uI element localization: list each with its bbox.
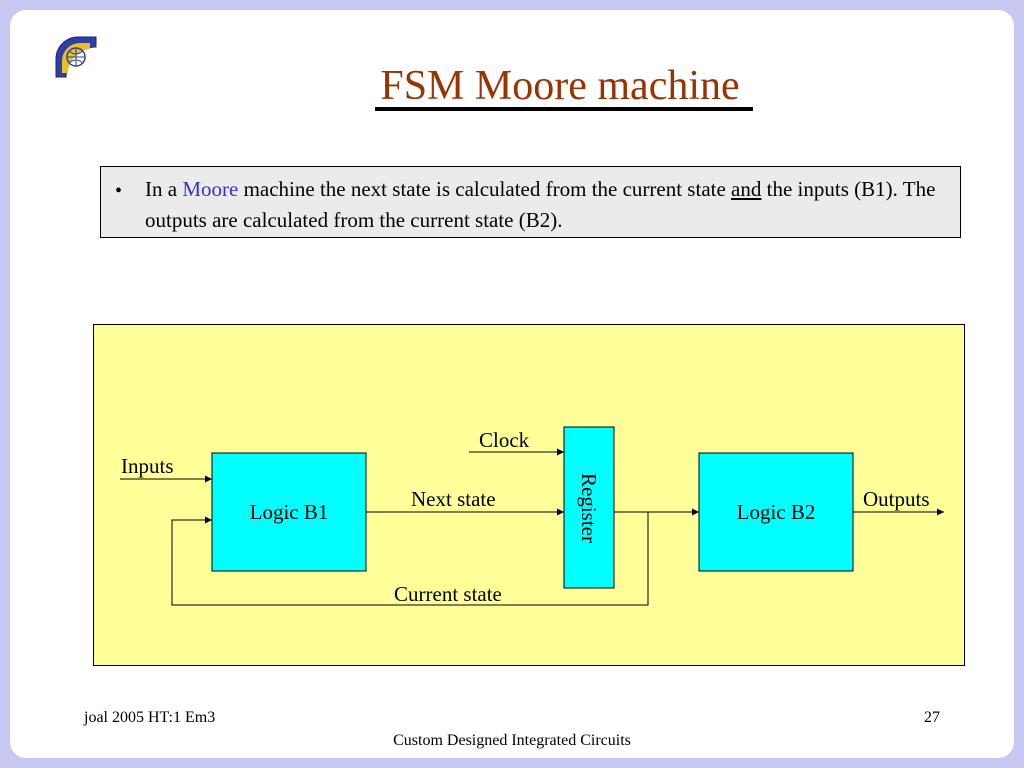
logic-b2-label: Logic B2 [737,500,816,524]
current-state-label: Current state [394,582,502,606]
title-underline [375,107,753,111]
logic-b1-block [211,452,367,572]
outputs-label: Outputs [863,487,930,511]
inputs-label: Inputs [121,454,174,478]
moore-highlight: Moore [182,177,239,201]
footer-course-title: Custom Designed Integrated Circuits [393,732,631,749]
bullet-text: In a Moore machine the next state is cal… [145,174,950,236]
and-underlined: and [731,177,762,201]
register-label: Register [577,473,601,543]
footer-page-number: 27 [924,709,940,726]
footer-author: joal 2005 HT:1 Em3 [84,709,216,726]
page-title: FSM Moore machine [380,63,740,109]
bullet-box: • In a Moore machine the next state is c… [100,166,961,238]
next-state-label: Next state [411,487,496,511]
bullet-text-part2: machine the next state is calculated fro… [238,177,732,201]
logic-b2-block [698,452,854,572]
university-logo-icon [55,36,97,78]
logic-b1-label: Logic B1 [250,500,329,524]
clock-label: Clock [479,428,530,452]
current-state-feedback [171,512,649,606]
register-block [563,426,615,589]
bullet-marker: • [115,180,123,202]
bullet-text-part3: the inputs (B1). The outputs are calcula… [145,177,936,232]
bullet-text-part1: In a [145,177,183,201]
